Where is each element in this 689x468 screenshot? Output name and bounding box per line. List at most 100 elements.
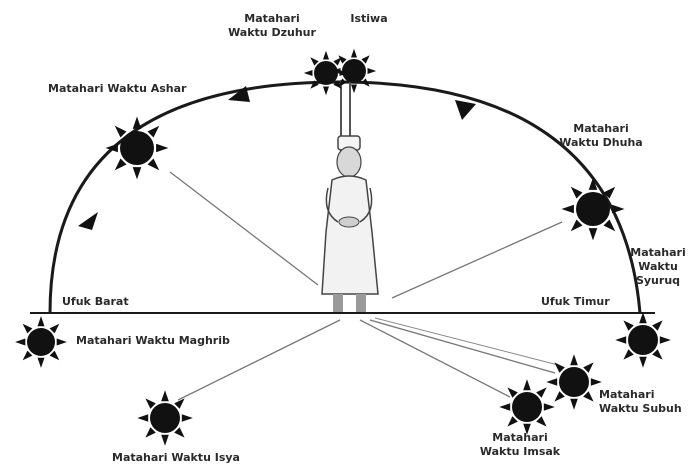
- sun-maghrib-ray: [50, 351, 60, 361]
- sun-dzuhur-ray: [323, 87, 329, 96]
- sun-subuh-ray: [554, 391, 564, 401]
- sun-istiwa-ray: [368, 68, 377, 74]
- sun-dhuha-disc: [576, 192, 610, 226]
- arc-arrow-west: [78, 212, 98, 230]
- sun-imsak-ray: [544, 403, 555, 411]
- sun-ashar-ray: [133, 167, 142, 179]
- sun-ashar-disc: [120, 131, 154, 165]
- sun-dhuha-ray: [562, 205, 574, 214]
- sun-isya-icon: [137, 390, 193, 446]
- sun-imsak-disc: [512, 392, 542, 422]
- sun-subuh-ray: [583, 391, 593, 401]
- sun-syuruq-ray: [639, 357, 647, 368]
- sun-ashar-icon: [106, 117, 169, 180]
- sun-imsak-ray: [507, 416, 517, 426]
- sun-imsak-ray: [536, 416, 546, 426]
- sun-syuruq-ray: [652, 349, 662, 359]
- sun-syuruq-ray: [615, 336, 626, 344]
- person-hands: [339, 217, 359, 227]
- sun-ashar-ray: [115, 126, 127, 138]
- sun-maghrib-ray: [38, 358, 45, 368]
- sun-maghrib-disc: [27, 328, 55, 356]
- sun-ashar-ray: [148, 159, 160, 171]
- label-maghrib: Matahari Waktu Maghrib: [76, 334, 230, 348]
- sun-subuh-icon: [546, 354, 602, 410]
- sun-istiwa-disc: [342, 59, 366, 83]
- sun-maghrib-ray: [23, 324, 33, 334]
- sun-imsak-ray: [499, 403, 510, 411]
- ray-ashar: [170, 172, 318, 285]
- sun-dhuha-ray: [604, 220, 616, 232]
- person-right-foot: [356, 294, 366, 312]
- sun-syuruq-ray: [652, 320, 662, 330]
- sun-isya-ray: [182, 414, 193, 422]
- person-left-foot: [333, 294, 343, 312]
- sun-imsak-icon: [499, 379, 555, 435]
- sun-ashar-ray: [148, 126, 160, 138]
- sun-isya-ray: [161, 390, 169, 401]
- person-figure: [322, 136, 378, 312]
- sun-subuh-ray: [591, 378, 602, 386]
- sun-istiwa-icon: [332, 49, 376, 93]
- label-dzuhur: Matahari Waktu Dzuhur: [222, 12, 322, 40]
- arc-arrow-dhuha: [455, 100, 476, 120]
- label-ufuk-barat: Ufuk Barat: [62, 295, 129, 309]
- sun-syuruq-disc: [628, 325, 658, 355]
- person-robe: [322, 176, 378, 294]
- sun-ashar-ray: [156, 144, 168, 153]
- sun-maghrib-ray: [57, 339, 67, 346]
- sun-syuruq-ray: [623, 320, 633, 330]
- sun-syuruq-ray: [623, 349, 633, 359]
- sun-isya-ray: [137, 414, 148, 422]
- sun-syuruq-icon: [615, 312, 671, 368]
- sun-imsak-ray: [523, 379, 531, 390]
- sun-istiwa-ray: [351, 85, 357, 94]
- sun-subuh-ray: [583, 362, 593, 372]
- sun-isya-disc: [150, 403, 180, 433]
- label-syuruq: Matahari Waktu Syuruq: [630, 246, 686, 288]
- sun-dzuhur-ray: [323, 51, 329, 60]
- ray-imsak: [360, 320, 510, 397]
- label-istiwa: Istiwa: [344, 12, 394, 26]
- sun-syuruq-ray: [660, 336, 671, 344]
- sun-maghrib-ray: [38, 316, 45, 326]
- sun-istiwa-ray: [351, 49, 357, 58]
- sun-dhuha-ray: [612, 205, 624, 214]
- sun-subuh-ray: [554, 362, 564, 372]
- sun-imsak-ray: [536, 387, 546, 397]
- sun-subuh-ray: [570, 399, 578, 410]
- label-imsak: Matahari Waktu Imsak: [470, 431, 570, 459]
- sun-subuh-ray: [570, 354, 578, 365]
- sun-dhuha-ray: [589, 228, 598, 240]
- label-ufuk-timur: Ufuk Timur: [541, 295, 610, 309]
- ray-dhuha: [392, 222, 562, 298]
- sun-isya-ray: [174, 427, 184, 437]
- person-head: [337, 147, 361, 177]
- sun-dzuhur-ray: [304, 70, 313, 76]
- sun-ashar-ray: [115, 159, 127, 171]
- sun-maghrib-ray: [15, 339, 25, 346]
- ray-isya: [178, 320, 340, 400]
- sun-isya-ray: [145, 398, 155, 408]
- sun-dhuha-ray: [571, 220, 583, 232]
- sun-istiwa-ray: [361, 55, 369, 63]
- sun-isya-ray: [161, 435, 169, 446]
- sun-dzuhur-ray: [310, 57, 318, 65]
- sun-maghrib-ray: [50, 324, 60, 334]
- sun-dzuhur-disc: [314, 61, 338, 85]
- sun-subuh-ray: [546, 378, 557, 386]
- label-isya: Matahari Waktu Isya: [112, 451, 240, 465]
- sun-maghrib-icon: [15, 316, 67, 368]
- sun-dhuha-icon: [562, 178, 625, 241]
- label-subuh: Matahari Waktu Subuh: [599, 388, 682, 416]
- sun-subuh-disc: [559, 367, 589, 397]
- sun-isya-ray: [145, 427, 155, 437]
- label-ashar: Matahari Waktu Ashar: [48, 82, 186, 96]
- ray-subuh: [370, 320, 555, 373]
- sun-maghrib-ray: [23, 351, 33, 361]
- sun-ashar-ray: [133, 117, 142, 129]
- label-dhuha: Matahari Waktu Dhuha: [556, 122, 646, 150]
- sun-dhuha-ray: [571, 187, 583, 199]
